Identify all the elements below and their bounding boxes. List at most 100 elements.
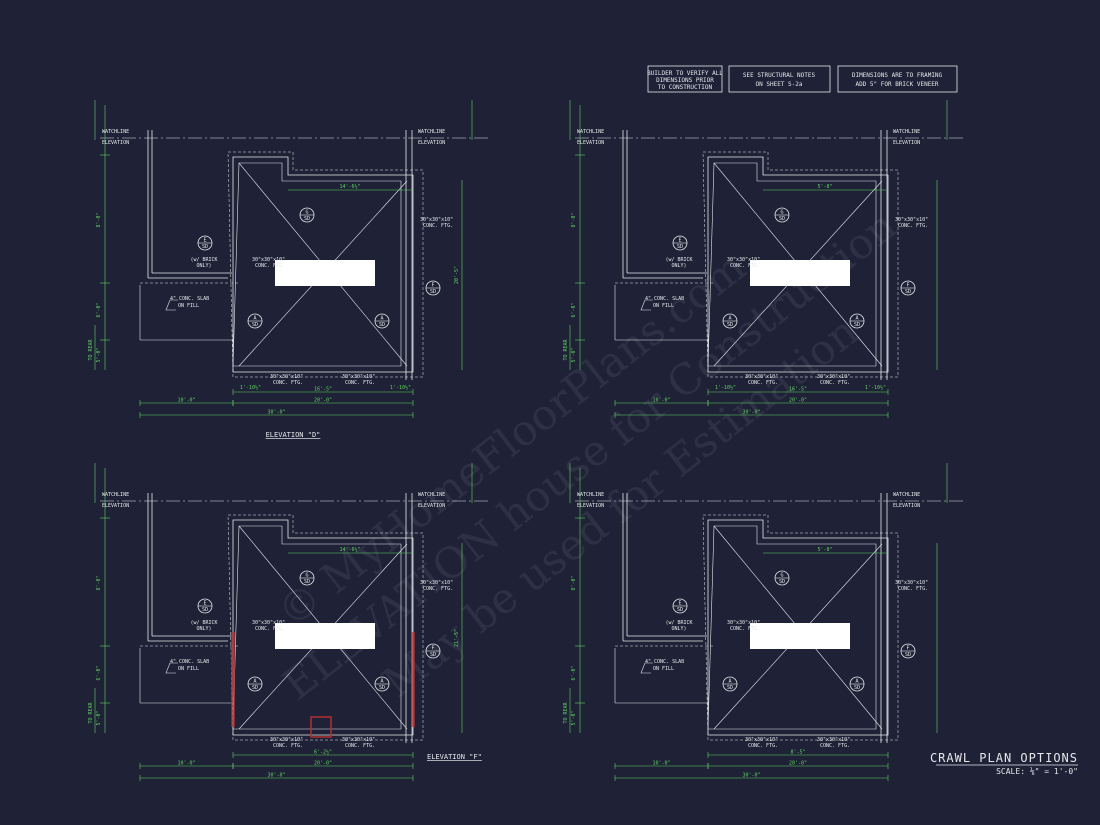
crawl-space-outline xyxy=(707,519,889,736)
dimension-text: 5'-0" xyxy=(96,347,102,362)
callout-sheet: SD xyxy=(677,244,683,250)
watermark: © MyHomeFloorPlans.com ELEVATION house f… xyxy=(268,200,905,709)
callout-sheet: SD xyxy=(379,322,385,328)
vent-note-box xyxy=(275,260,375,286)
section-callout: ESD xyxy=(197,598,213,614)
section-callout: ASD xyxy=(374,313,390,329)
callout-letter: E xyxy=(678,238,681,244)
dimension-text: 30'-0" xyxy=(267,410,285,416)
footing-label: CONC. FTG. xyxy=(748,380,778,386)
footing-label: 30"x30"x10" xyxy=(817,374,850,380)
footing-label: 30"x30"x10" xyxy=(817,737,850,743)
footing-dashed xyxy=(227,514,424,741)
section-callout: GSD xyxy=(299,207,315,223)
callout-sheet: SD xyxy=(905,289,911,295)
svg-text:DIMENSIONS ARE TO FRAMING: DIMENSIONS ARE TO FRAMING xyxy=(852,72,943,79)
svg-text:SEE STRUCTURAL NOTES: SEE STRUCTURAL NOTES xyxy=(743,72,816,79)
callout-letter: A xyxy=(380,679,383,685)
footing-label: CONC. FTG. xyxy=(255,263,285,269)
section-callout: GSD xyxy=(299,570,315,586)
callout-sheet: SD xyxy=(727,322,733,328)
callout-sheet: SD xyxy=(252,685,258,691)
note-builder-verify: BUILDER TO VERIFY ALL DIMENSIONS PRIOR T… xyxy=(647,65,723,93)
callout-letter: F xyxy=(906,283,909,289)
footing-label: CONC. FTG. xyxy=(273,743,303,749)
brick-label: ONLY) xyxy=(671,626,686,632)
section-callout: ASD xyxy=(849,676,865,692)
vent-note-box xyxy=(750,260,850,286)
callout-letter: A xyxy=(855,679,858,685)
elevation-label: ELEVATION "F" xyxy=(427,753,482,761)
dimension-text: 5'-0" xyxy=(571,347,577,362)
dimension-text: 30'-0" xyxy=(742,773,760,779)
slab-label: 4" CONC. SLAB xyxy=(645,296,684,302)
dimension-text: 6'-0" xyxy=(96,665,102,680)
dimension-text: 6'-0" xyxy=(571,302,577,317)
vent-note-box xyxy=(275,623,375,649)
brick-label: ONLY) xyxy=(671,263,686,269)
dimension-text: 30'-0" xyxy=(742,410,760,416)
watchline-label: ELEVATION xyxy=(577,140,604,146)
footing-label: CONC. FTG. xyxy=(730,263,760,269)
watchline-label: WATCHLINE xyxy=(577,492,604,498)
callout-sheet: SD xyxy=(779,579,785,585)
callout-sheet: SD xyxy=(304,579,310,585)
watchline-label: ELEVATION xyxy=(102,503,129,509)
dimension-text: 16'-5" xyxy=(789,387,807,393)
section-callout: FSD xyxy=(900,280,916,296)
section-callout: FSD xyxy=(425,643,441,659)
footing-label: CONC. FTG. xyxy=(423,223,453,229)
slab-break-mark xyxy=(640,662,653,674)
footing-label: CONC. FTG. xyxy=(345,743,375,749)
callout-letter: G xyxy=(305,210,308,216)
dimension-text: 8'-0" xyxy=(571,575,577,590)
dimension-text: 5'-0" xyxy=(96,710,102,725)
section-callout: GSD xyxy=(774,207,790,223)
slab-label: 4" CONC. SLAB xyxy=(170,296,209,302)
callout-letter: F xyxy=(431,646,434,652)
highlight-bump xyxy=(310,716,332,738)
dimension-text: 6'-2½" xyxy=(314,749,332,756)
footing-label: 30"x30"x10" xyxy=(745,374,778,380)
callout-letter: A xyxy=(253,679,256,685)
dimension-text: 1'-10½" xyxy=(715,384,736,391)
footing-label: 30"x30"x10" xyxy=(342,737,375,743)
svg-text:BUILDER TO VERIFY ALL: BUILDER TO VERIFY ALL xyxy=(647,70,723,77)
callout-letter: A xyxy=(728,316,731,322)
dimension-text: 20'-0" xyxy=(314,761,332,767)
section-callout: ASD xyxy=(247,313,263,329)
slab-break-mark xyxy=(165,662,178,674)
vent-note-box xyxy=(750,623,850,649)
drawing-title: CRAWL PLAN OPTIONS xyxy=(930,751,1078,765)
brick-label: (w/ BRICK xyxy=(665,257,692,263)
footing-label: 30"x30"x10" xyxy=(342,374,375,380)
dimension-text: 10'-0" xyxy=(652,398,670,404)
callout-letter: A xyxy=(253,316,256,322)
callout-letter: F xyxy=(906,646,909,652)
footing-label: CONC. FTG. xyxy=(748,743,778,749)
footing-label: 30"x30"x10" xyxy=(420,580,453,586)
brick-label: (w/ BRICK xyxy=(190,620,217,626)
crawl-space-outline xyxy=(232,156,414,373)
callout-sheet: SD xyxy=(252,322,258,328)
watchline-label: ELEVATION xyxy=(893,140,920,146)
rear-label: TO REAR xyxy=(563,338,569,360)
svg-text:TO CONSTRUCTION: TO CONSTRUCTION xyxy=(658,84,713,91)
brick-label: (w/ BRICK xyxy=(190,257,217,263)
callout-sheet: SD xyxy=(379,685,385,691)
slab-label: ON FILL xyxy=(653,666,674,672)
footing-dashed xyxy=(702,514,899,741)
dimension-text: 30'-0" xyxy=(267,773,285,779)
note-structural: SEE STRUCTURAL NOTES ON SHEET S-2a xyxy=(728,65,831,93)
callout-sheet: SD xyxy=(854,685,860,691)
footing-dashed xyxy=(227,151,424,378)
footing-label: CONC. FTG. xyxy=(423,586,453,592)
footing-label: CONC. FTG. xyxy=(273,380,303,386)
callout-letter: A xyxy=(380,316,383,322)
callout-letter: G xyxy=(780,573,783,579)
callout-letter: E xyxy=(678,601,681,607)
section-callout: ASD xyxy=(374,676,390,692)
